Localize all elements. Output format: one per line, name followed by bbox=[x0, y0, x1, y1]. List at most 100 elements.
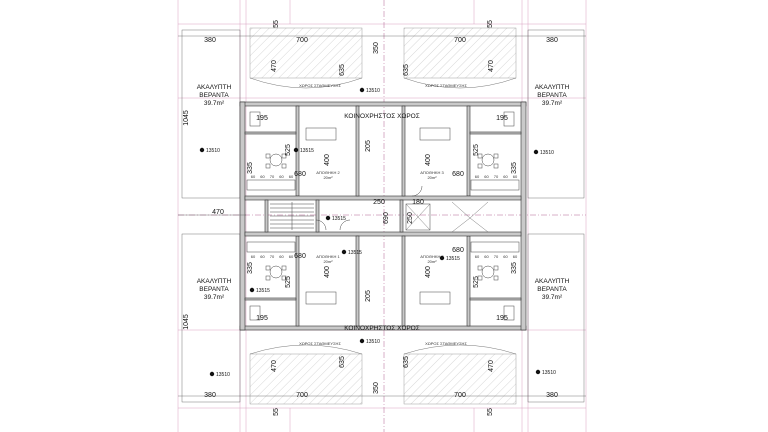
kitchen-dim-value: 60 bbox=[279, 174, 284, 179]
dim-55-bottom-left: 55 bbox=[273, 408, 280, 416]
level-marker-icon bbox=[533, 149, 539, 155]
common-area-bottom: ΚΟΙΝΟΧΡΗΣΤΟΣ ΧΩΡΟΣ bbox=[344, 325, 419, 332]
veranda-tl-line2: ΒΕΡΑΝΤΑ bbox=[199, 92, 229, 99]
dim-525-bottom-left: 525 bbox=[285, 276, 292, 288]
kitchen-dim-value: 60 bbox=[289, 174, 294, 179]
dim-700-bottom-right: 700 bbox=[454, 392, 466, 399]
dim-700-top-left: 700 bbox=[296, 37, 308, 44]
bottom-dimension-row: 380 700 700 380 350 55 55 470 470 635 63… bbox=[178, 356, 586, 416]
level-marker-icon bbox=[209, 371, 215, 377]
dim-180-middle: 180 bbox=[412, 199, 424, 206]
dim-380-bottom-left: 380 bbox=[204, 392, 216, 399]
dim-335-top-left: 335 bbox=[247, 162, 254, 174]
veranda-bl-line2: ΒΕΡΑΝΤΑ bbox=[199, 286, 229, 293]
level-marker-icon bbox=[341, 249, 347, 255]
level-13510-top-center: 13510 bbox=[366, 88, 380, 94]
veranda-br-line1: ΑΚΑΛΥΠΤΗ bbox=[535, 278, 570, 285]
dim-680-top-left: 680 bbox=[294, 171, 306, 178]
kitchen-dims-top-left: 60 60 70 60 60 bbox=[251, 174, 294, 179]
veranda-tr-line1: ΑΚΑΛΥΠΤΗ bbox=[535, 84, 570, 91]
common-area-labels: ΚΟΙΝΟΧΡΗΣΤΟΣ ΧΩΡΟΣ ΚΟΙΝΟΧΡΗΣΤΟΣ ΧΩΡΟΣ bbox=[344, 113, 419, 332]
level-13510-left-bottom: 13510 bbox=[216, 372, 230, 378]
kitchen-dim-value: 60 bbox=[251, 174, 256, 179]
kitchen-dim-value: 60 bbox=[260, 174, 265, 179]
kitchen-dim-value: 70 bbox=[270, 254, 275, 259]
level-13510-right-bottom: 13510 bbox=[542, 370, 556, 376]
storage-4-area: 20m² bbox=[427, 259, 437, 264]
kitchen-dims-top-right: 60 60 70 60 60 bbox=[475, 174, 518, 179]
level-marker-icon bbox=[535, 369, 541, 375]
dim-635-top-right: 635 bbox=[403, 64, 410, 76]
building-walls bbox=[239, 101, 527, 331]
level-13515-unit-bl-center: 13515 bbox=[348, 250, 362, 256]
level-marker-icon bbox=[359, 87, 365, 93]
storage-3-label: ΑΠΟΘΗΚΗ 3 bbox=[420, 170, 444, 175]
kitchen-dim-value: 60 bbox=[475, 254, 480, 259]
kitchen-dim-value: 70 bbox=[494, 174, 499, 179]
kitchen-dim-value: 60 bbox=[260, 254, 265, 259]
veranda-tl-area: 39.7m² bbox=[204, 100, 225, 107]
staircase bbox=[270, 201, 489, 233]
parking-label-bl: ΧΩΡΟΣ ΣΤΑΘΜΕΥΣΗΣ bbox=[299, 341, 341, 346]
dim-195-top-left: 195 bbox=[256, 115, 268, 122]
dim-470-middle: 470 bbox=[212, 209, 224, 216]
veranda-labels: ΑΚΑΛΥΠΤΗ ΒΕΡΑΝΤΑ 39.7m² ΑΚΑΛΥΠΤΗ ΒΕΡΑΝΤΑ… bbox=[197, 84, 570, 301]
dim-380-bottom-right: 380 bbox=[546, 392, 558, 399]
dim-470-top-left: 470 bbox=[271, 60, 278, 72]
veranda-tr-area: 39.7m² bbox=[542, 100, 563, 107]
kitchen-dim-value: 60 bbox=[484, 174, 489, 179]
level-marker-icon bbox=[199, 147, 205, 153]
dim-680-top-right: 680 bbox=[452, 171, 464, 178]
level-marker-icon bbox=[359, 338, 365, 344]
storage-1-label: ΑΠΟΘΗΚΗ 1 bbox=[316, 254, 340, 259]
storage-2-label: ΑΠΟΘΗΚΗ 2 bbox=[316, 170, 340, 175]
dim-470-top-right: 470 bbox=[488, 60, 495, 72]
storage-4-label: ΑΠΟΘΗΚΗ 4 bbox=[420, 254, 444, 259]
dim-205-top: 205 bbox=[365, 140, 372, 152]
unit-dimensions: 195 195 195 195 335 335 335 335 525 525 … bbox=[247, 115, 518, 322]
veranda-br-area: 39.7m² bbox=[542, 294, 563, 301]
kitchen-dim-value: 60 bbox=[484, 254, 489, 259]
level-13510-bottom-center: 13510 bbox=[366, 339, 380, 345]
dim-335-bottom-right: 335 bbox=[511, 262, 518, 274]
kitchen-dim-value: 60 bbox=[475, 174, 480, 179]
dim-400-bottom-left: 400 bbox=[324, 266, 331, 278]
kitchen-dim-value: 70 bbox=[494, 254, 499, 259]
dim-380-top-left: 380 bbox=[204, 37, 216, 44]
level-13515-stair: 13515 bbox=[332, 216, 346, 222]
dim-700-bottom-left: 700 bbox=[296, 392, 308, 399]
dim-55-top-right: 55 bbox=[487, 20, 494, 28]
veranda-br-line2: ΒΕΡΑΝΤΑ bbox=[537, 286, 567, 293]
kitchen-dim-value: 60 bbox=[279, 254, 284, 259]
dim-525-top-left: 525 bbox=[285, 144, 292, 156]
level-marker-icon bbox=[293, 147, 299, 153]
dim-1045-top: 1045 bbox=[183, 110, 190, 126]
dim-1045-bottom: 1045 bbox=[183, 314, 190, 330]
dim-470-bottom-left: 470 bbox=[271, 360, 278, 372]
dim-380-top-right: 380 bbox=[546, 37, 558, 44]
top-dimension-row: 380 700 700 380 350 55 55 470 470 635 63… bbox=[178, 20, 586, 76]
kitchen-dim-value: 60 bbox=[251, 254, 256, 259]
dim-250-middle: 250 bbox=[373, 199, 385, 206]
level-marker-icon bbox=[439, 255, 445, 261]
dim-525-top-right: 525 bbox=[473, 144, 480, 156]
kitchen-dim-value: 60 bbox=[513, 174, 518, 179]
veranda-bl-line1: ΑΚΑΛΥΠΤΗ bbox=[197, 278, 232, 285]
kitchen-dim-value: 60 bbox=[503, 174, 508, 179]
dim-400-bottom-right: 400 bbox=[425, 266, 432, 278]
level-13515-unit-br: 13515 bbox=[446, 256, 460, 262]
level-13515-unit-bl: 13515 bbox=[256, 288, 270, 294]
veranda-tr-line2: ΒΕΡΑΝΤΑ bbox=[537, 92, 567, 99]
dim-195-bottom-left: 195 bbox=[256, 315, 268, 322]
dim-350-bottom: 350 bbox=[373, 382, 380, 394]
storage-labels: ΑΠΟΘΗΚΗ 2 20m² ΑΠΟΘΗΚΗ 3 20m² ΑΠΟΘΗΚΗ 1 … bbox=[299, 83, 467, 346]
level-13515-unit-tl: 13515 bbox=[300, 148, 314, 154]
storage-1-area: 20m² bbox=[323, 259, 333, 264]
level-markers: 13510 13510 13510 13515 13515 13515 1351… bbox=[199, 87, 556, 378]
dim-55-bottom-right: 55 bbox=[487, 408, 494, 416]
kitchen-dim-value: 70 bbox=[270, 174, 275, 179]
parking-label-br: ΧΩΡΟΣ ΣΤΑΘΜΕΥΣΗΣ bbox=[425, 341, 467, 346]
